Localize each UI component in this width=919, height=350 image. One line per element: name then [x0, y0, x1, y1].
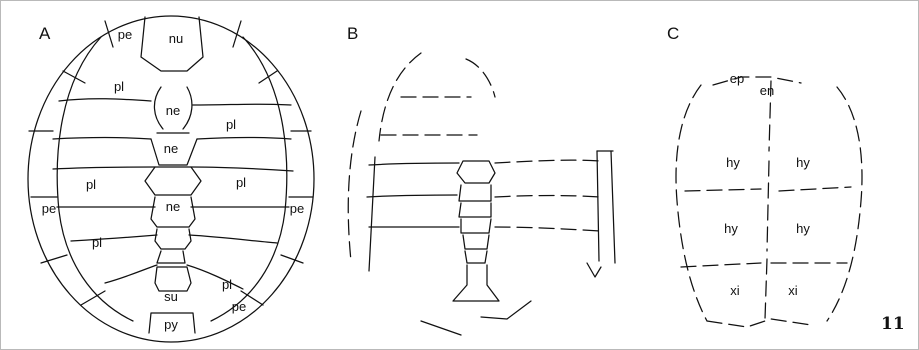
- pleural-suture: [193, 104, 291, 105]
- panel-letter-b: B: [347, 24, 358, 43]
- outline-fragment: [348, 111, 361, 261]
- label-pygal: py: [164, 317, 178, 332]
- pleural-suture: [59, 99, 151, 101]
- label-xiphiplastron: xi: [730, 283, 740, 298]
- neural-plate: [465, 251, 487, 263]
- neural-6: [157, 251, 185, 263]
- label-pleural: pl: [86, 177, 96, 192]
- pleural-suture: [495, 196, 601, 198]
- pleural-suture: [187, 265, 243, 289]
- posterior-fragment: [421, 301, 531, 335]
- label-hypoplastron: hy: [796, 221, 810, 236]
- label-nuchal: nu: [169, 31, 183, 46]
- suprapygal: [453, 265, 499, 301]
- label-neural: ne: [164, 141, 178, 156]
- plastron-outline-right: [827, 87, 862, 321]
- neural-plate: [463, 235, 489, 249]
- label-hyoplastron: hy: [726, 155, 740, 170]
- label-neural: ne: [166, 199, 180, 214]
- label-pleural: pl: [92, 235, 102, 250]
- panel-c-plastron: ep en hy hy hy hy xi xi: [676, 71, 862, 327]
- suprapygal-outline: [155, 267, 191, 291]
- neural-plate: [459, 185, 491, 201]
- pleural-suture: [197, 138, 291, 140]
- pleural-suture: [53, 167, 155, 169]
- posterior-fragment: [587, 263, 601, 277]
- pleural-suture: [495, 160, 601, 163]
- marginal-boundary-right: [597, 151, 615, 263]
- neural-3: [145, 167, 201, 195]
- neural-plate: [461, 219, 491, 233]
- label-neural: ne: [166, 103, 180, 118]
- label-epiplastron: ep: [730, 71, 744, 86]
- plastron-outline-left: [676, 85, 707, 321]
- pleural-suture: [495, 227, 599, 231]
- pleural-suture: [105, 265, 157, 283]
- pleural-suture: [71, 235, 157, 241]
- plastron-rear-edge: [707, 319, 811, 327]
- suture-fragment: [381, 97, 477, 135]
- label-peripheral: pe: [42, 201, 56, 216]
- label-hyoplastron: hy: [796, 155, 810, 170]
- neural-5: [155, 229, 191, 249]
- pleural-suture: [369, 163, 459, 165]
- pleural-suture: [189, 235, 277, 243]
- panel-letter-a: A: [39, 24, 51, 43]
- label-pleural: pl: [226, 117, 236, 132]
- label-peripheral: pe: [118, 27, 132, 42]
- pleural-suture: [191, 167, 293, 171]
- label-peripheral: pe: [290, 201, 304, 216]
- plastron-front-edge: [713, 77, 801, 85]
- pleural-suture: [367, 195, 457, 197]
- outline-fragment: [466, 59, 495, 97]
- midline-suture: [765, 81, 771, 319]
- panel-letter-c: C: [667, 24, 679, 43]
- marginal-boundary-left: [369, 157, 375, 271]
- label-xiphiplastron: xi: [788, 283, 798, 298]
- neural-plate: [457, 161, 495, 183]
- neural-plate: [459, 203, 491, 217]
- panel-a-carapace: pe nu pl ne pl ne pl pl pe ne pe pl pl s…: [28, 16, 314, 342]
- label-entoplastron: en: [760, 83, 774, 98]
- pleural-suture: [53, 138, 151, 140]
- label-suprapygal: su: [164, 289, 178, 304]
- label-peripheral: pe: [232, 299, 246, 314]
- label-pleural: pl: [114, 79, 124, 94]
- transverse-suture: [681, 263, 847, 267]
- label-hypoplastron: hy: [724, 221, 738, 236]
- figure-number: 11: [881, 314, 905, 334]
- label-pleural: pl: [222, 277, 232, 292]
- panel-b-carapace: [348, 53, 615, 335]
- label-pleural: pl: [236, 175, 246, 190]
